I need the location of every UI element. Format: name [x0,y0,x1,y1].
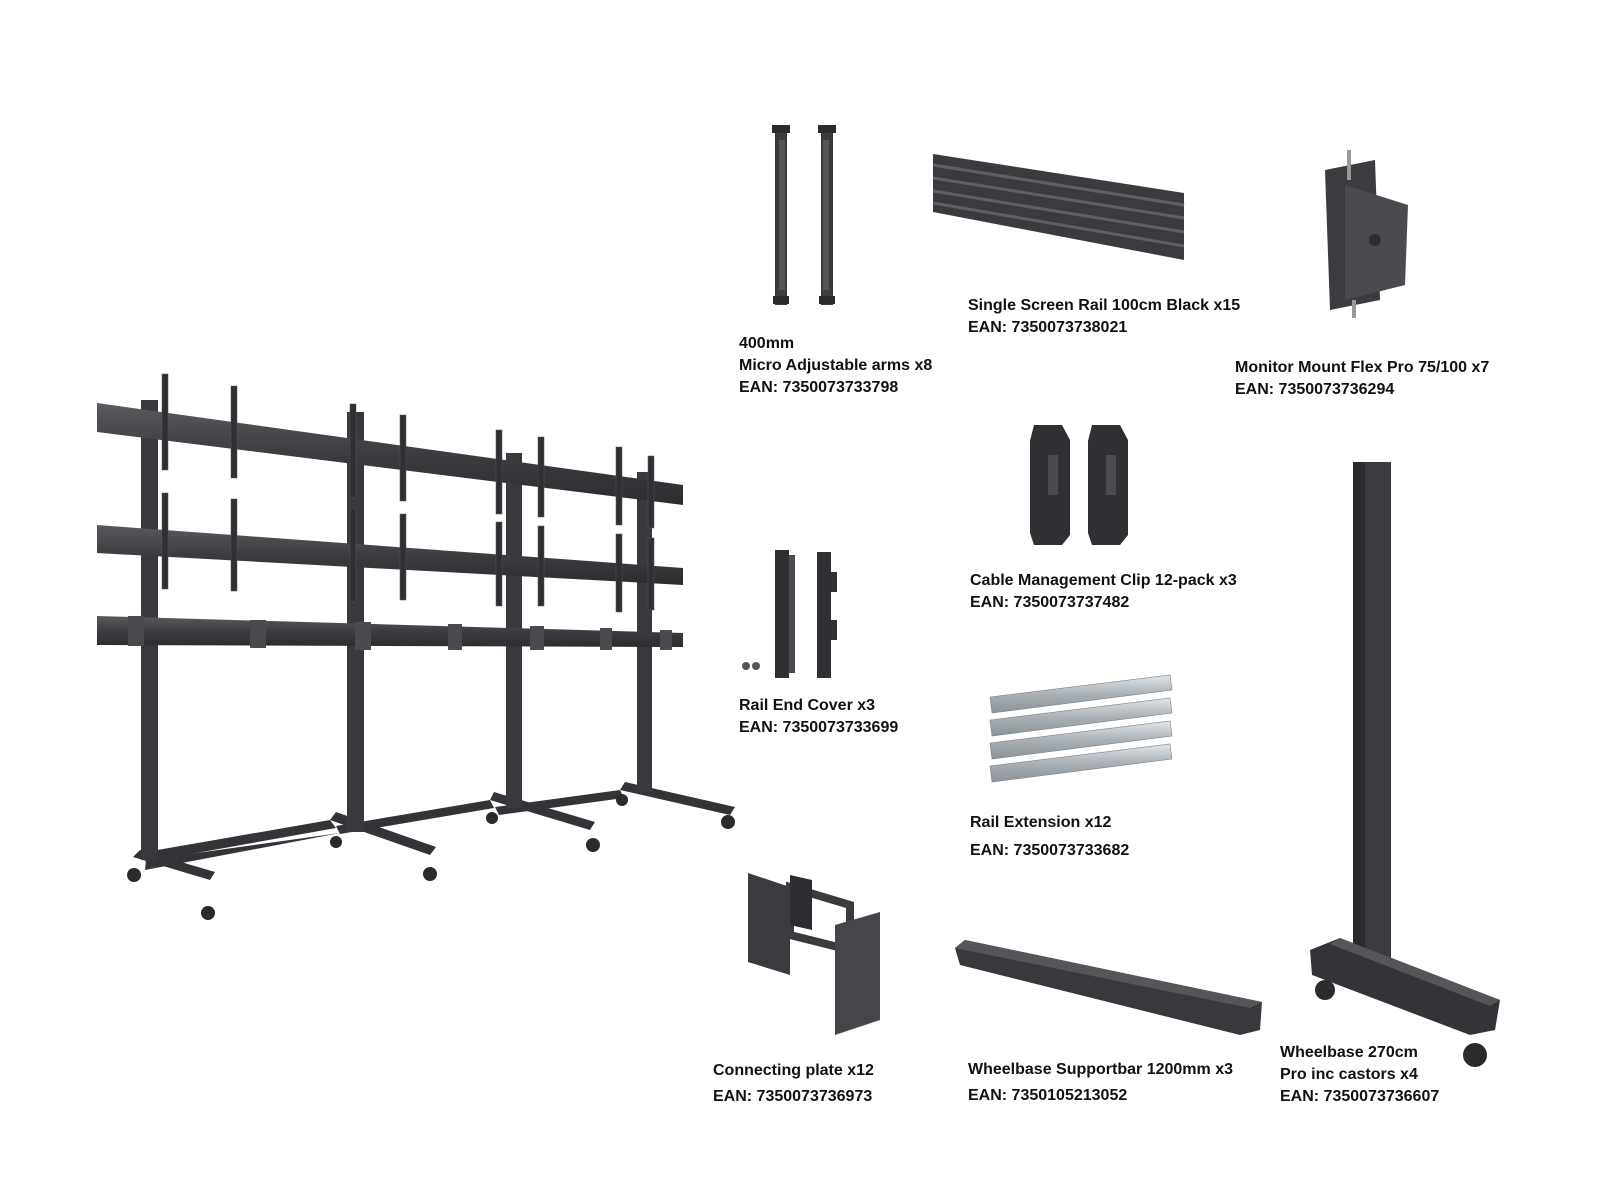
monitor-mount-image [1325,150,1408,318]
cable-clip-ean: EAN: 7350073737482 [970,594,1130,611]
screen-rail-ean: EAN: 7350073738021 [968,319,1128,336]
part-label-supportbar: Wheelbase Supportbar 1200mm x3 EAN: 7350… [968,1059,1233,1107]
wheelbase-line-2: Pro inc castors x4 [1280,1066,1418,1083]
micro-arms-ean: EAN: 7350073733798 [739,379,899,396]
screen-rail-name: Single Screen Rail 100cm Black x15 [968,297,1241,314]
cable-clip-image [1030,425,1128,545]
wheelbase-line-1: Wheelbase 270cm [1280,1044,1418,1061]
rail-extension-image [989,674,1173,783]
part-label-rail-extension: Rail Extension x12 EAN: 7350073733682 [970,812,1129,862]
rail-end-cover-ean: EAN: 7350073733699 [739,719,899,736]
micro-arms-line-2: Micro Adjustable arms x8 [739,357,933,374]
part-label-cable-clip: Cable Management Clip 12-pack x3 EAN: 73… [970,570,1237,614]
supportbar-ean: EAN: 7350105213052 [968,1087,1128,1104]
part-label-monitor-mount: Monitor Mount Flex Pro 75/100 x7 EAN: 73… [1235,357,1489,401]
monitor-mount-name: Monitor Mount Flex Pro 75/100 x7 [1235,359,1490,376]
assembled-stand-image [97,373,735,920]
supportbar-image [955,940,1262,1035]
wheelbase-ean: EAN: 7350073736607 [1280,1088,1440,1105]
part-label-wheelbase: Wheelbase 270cm Pro inc castors x4 EAN: … [1280,1042,1439,1108]
rail-end-cover-name: Rail End Cover x3 [739,697,876,714]
micro-arms-line-1: 400mm [739,335,795,352]
part-label-rail-end-cover: Rail End Cover x3 EAN: 7350073733699 [739,695,898,739]
rail-end-cover-image [742,550,837,678]
connecting-plate-image [748,873,880,1035]
micro-arms-image [772,125,836,305]
rail-extension-name: Rail Extension x12 [970,814,1112,831]
part-label-micro-arms: 400mm Micro Adjustable arms x8 EAN: 7350… [739,333,932,399]
cable-clip-name: Cable Management Clip 12-pack x3 [970,572,1237,589]
monitor-mount-ean: EAN: 7350073736294 [1235,381,1395,398]
part-label-connecting-plate: Connecting plate x12 EAN: 7350073736973 [713,1060,874,1108]
screen-rail-image [932,154,1185,260]
part-label-screen-rail: Single Screen Rail 100cm Black x15 EAN: … [968,295,1240,339]
wheelbase-image [1310,462,1500,1067]
connecting-plate-ean: EAN: 7350073736973 [713,1088,873,1105]
rail-extension-ean: EAN: 7350073733682 [970,842,1130,859]
supportbar-name: Wheelbase Supportbar 1200mm x3 [968,1061,1233,1078]
connecting-plate-name: Connecting plate x12 [713,1062,874,1079]
